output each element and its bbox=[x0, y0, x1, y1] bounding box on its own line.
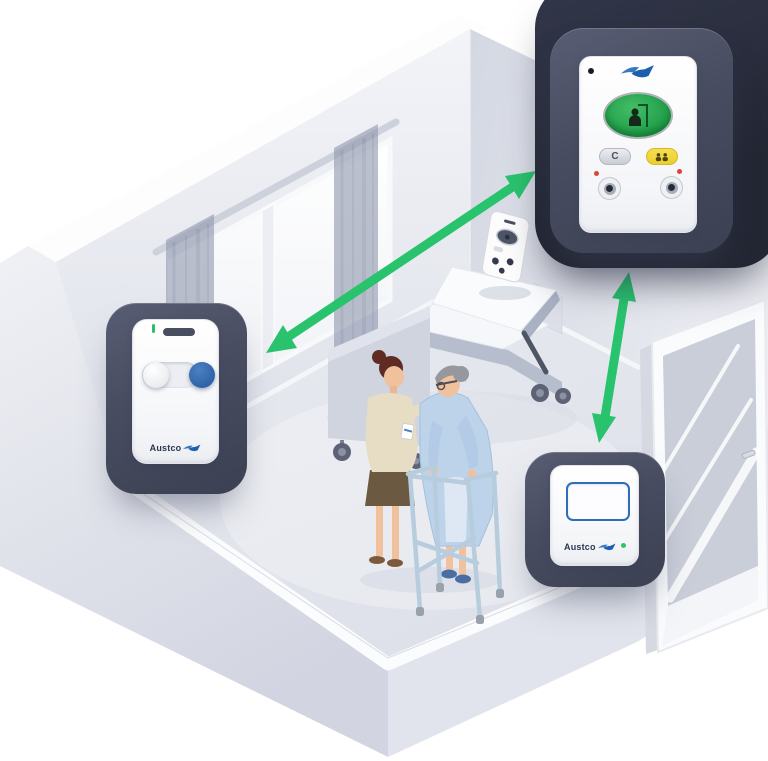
id-badge bbox=[400, 423, 415, 440]
status-led bbox=[621, 543, 626, 548]
wireless-call-point-card: Austco bbox=[106, 303, 247, 494]
room-unit-card: Austco bbox=[525, 452, 665, 587]
connection-arrow-callpoint-station bbox=[266, 171, 536, 353]
handset-socket bbox=[492, 257, 499, 265]
speaker-slot-icon bbox=[163, 328, 195, 336]
nurse-shoe bbox=[369, 556, 385, 564]
nurse-shoe bbox=[387, 559, 403, 567]
glasses bbox=[435, 380, 458, 386]
patient-station-face: C bbox=[579, 56, 697, 233]
cancel-button: C bbox=[599, 148, 631, 165]
audio-jack-socket bbox=[598, 177, 621, 200]
walking-frame bbox=[405, 463, 503, 621]
mini-wall-handset bbox=[481, 211, 530, 283]
call-point-face: Austco bbox=[132, 319, 219, 464]
cancel-label: C bbox=[611, 150, 619, 162]
austco-swoosh-icon bbox=[183, 444, 201, 452]
austco-logo: Austco bbox=[564, 542, 616, 552]
austco-logo: Austco bbox=[133, 443, 218, 453]
connection-arrow-station-roomunit bbox=[592, 272, 636, 443]
walking-frame-tips bbox=[416, 583, 504, 624]
austco-swoosh-icon bbox=[621, 65, 654, 78]
window-mullion bbox=[261, 203, 275, 372]
handset-socket bbox=[506, 258, 514, 266]
austco-logo bbox=[580, 64, 696, 79]
mic-hole bbox=[588, 68, 594, 74]
status-led bbox=[152, 324, 155, 333]
brand-label: Austco bbox=[564, 541, 596, 552]
audio-jack-socket bbox=[660, 176, 683, 199]
patient-figure bbox=[419, 365, 494, 584]
brand-label: Austco bbox=[149, 442, 182, 453]
staff-assist-button bbox=[646, 148, 678, 165]
nurse-call-button bbox=[605, 94, 671, 137]
exterior-wall-left bbox=[0, 246, 388, 757]
handset-speaker bbox=[504, 219, 516, 225]
room-unit-display bbox=[566, 482, 630, 521]
patient-station-card: C bbox=[550, 28, 733, 253]
jack-indicator-led bbox=[594, 171, 599, 176]
handset-shadow bbox=[479, 286, 531, 300]
handset-socket bbox=[498, 267, 505, 274]
handset-cancel-button bbox=[493, 246, 504, 253]
door bbox=[640, 298, 768, 654]
patient-slipper bbox=[441, 569, 457, 579]
call-button-blue bbox=[189, 362, 215, 388]
jack-indicator-led bbox=[677, 169, 682, 174]
patient-call-icon bbox=[629, 103, 648, 127]
austco-swoosh-icon bbox=[597, 543, 616, 551]
door-handle bbox=[741, 449, 756, 459]
staff-assist-icon bbox=[655, 152, 668, 161]
patient-slipper bbox=[455, 574, 471, 584]
wall-left-top-edge bbox=[28, 14, 488, 262]
room-unit-face: Austco bbox=[550, 465, 639, 566]
door-glass-reflections bbox=[662, 344, 761, 603]
call-button-white bbox=[143, 362, 169, 388]
